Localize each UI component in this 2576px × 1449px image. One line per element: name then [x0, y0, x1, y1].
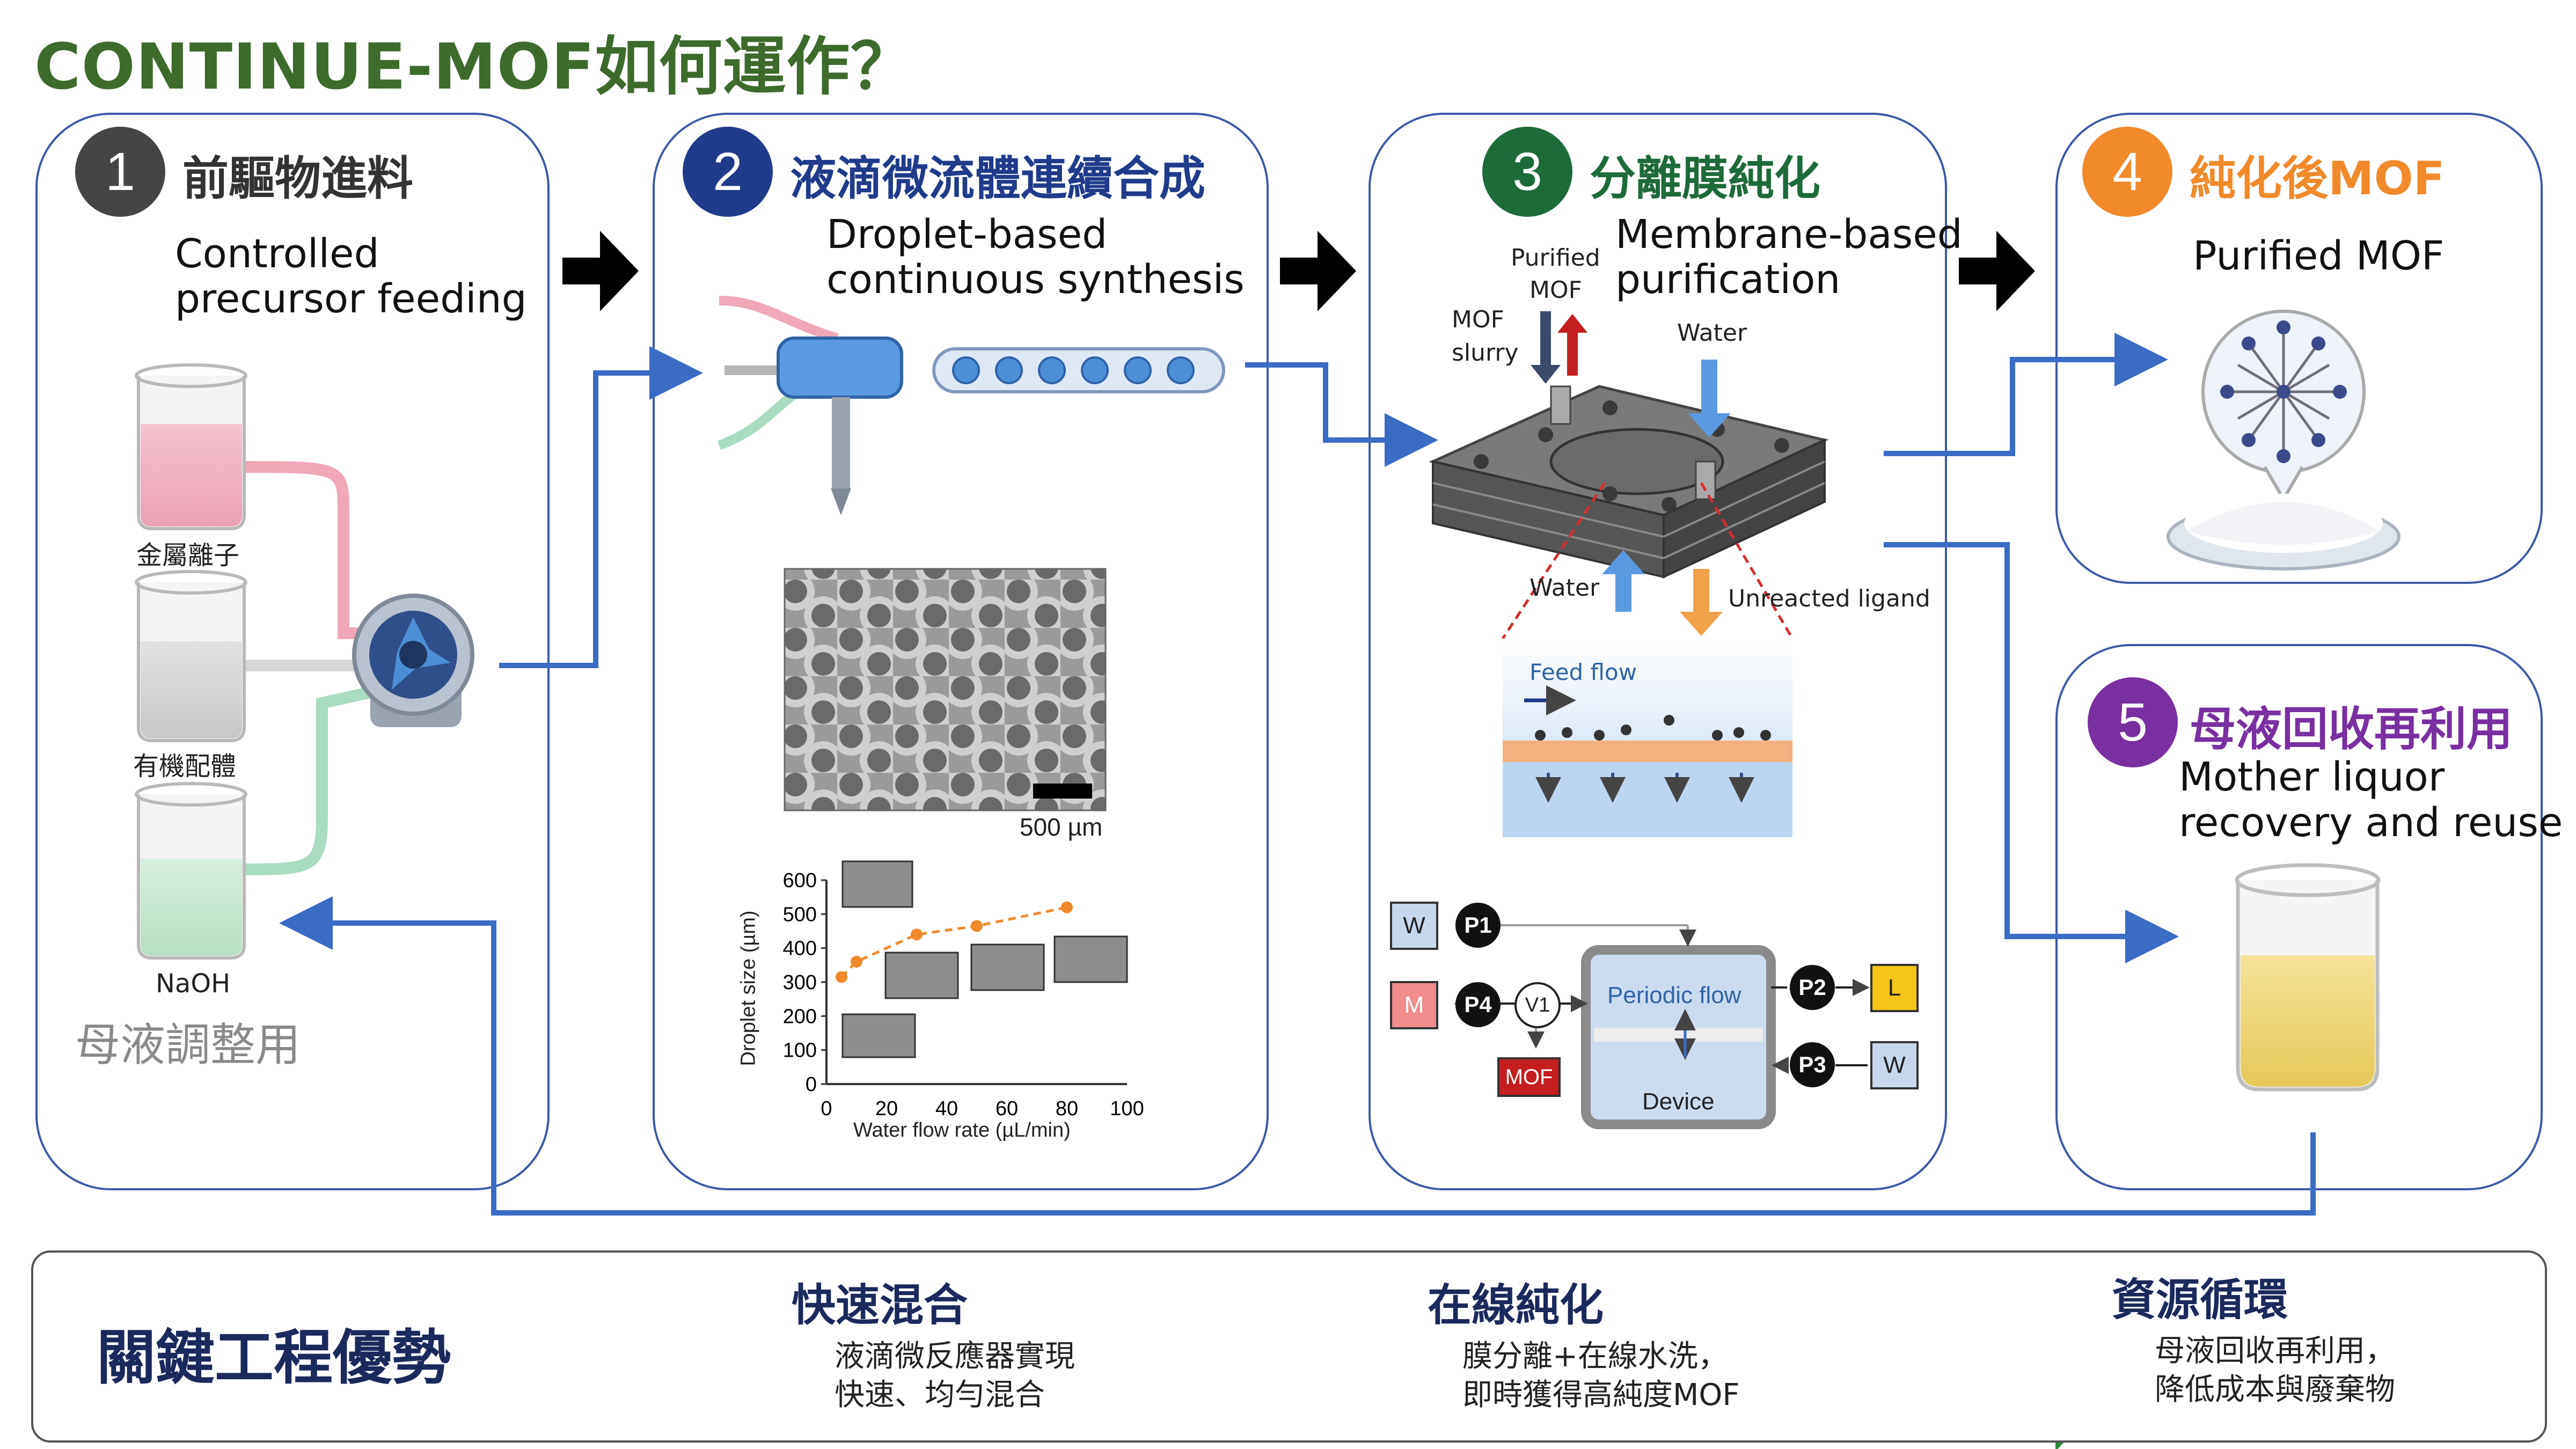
- step-arrow-2: [1280, 231, 1356, 311]
- step-3-en-line1: Membrane-based: [1615, 211, 1963, 258]
- purified-mof-label: Purified: [1511, 244, 1600, 272]
- chart-x-tick-label: 40: [935, 1097, 958, 1120]
- feed-flow-label: Feed flow: [1529, 659, 1637, 685]
- chart-data-point: [911, 928, 923, 941]
- schematic-mof-output-box: MOF: [1497, 1057, 1561, 1097]
- chart-series-line: [840, 906, 1067, 978]
- step-1-en-line2: precursor feeding: [175, 276, 527, 322]
- precursor-apparatus: [135, 363, 474, 960]
- beaker-metal-ions-label: 金屬離子: [136, 540, 240, 570]
- droplet-size-chart: 0 100 200 300 400 500 600 0 20 40 60 80 100: [783, 860, 1144, 1120]
- step-2-en-line2: continuous synthesis: [826, 257, 1245, 303]
- schematic-ligand-box: L: [1870, 964, 1919, 1012]
- chart-x-tick-label: 0: [821, 1097, 832, 1120]
- schematic-water-box-2: W: [1870, 1041, 1919, 1089]
- schematic-valve-v1: V1: [1514, 982, 1561, 1028]
- mof-slurry-label: MOF: [1452, 306, 1504, 333]
- mother-liquor-beaker: [2235, 863, 2381, 1092]
- flow-lines: [279, 333, 2316, 1216]
- key-advantages-bar: [31, 1250, 2547, 1443]
- advantage-fast-mixing-title: 快速混合: [792, 1280, 968, 1331]
- step-1-number: 1: [75, 127, 165, 217]
- advantage-inline-purification-title: 在線純化: [1428, 1280, 1604, 1331]
- advantage-inline-purification-line1: 膜分離+在線水洗，: [1462, 1339, 1728, 1374]
- schematic-periodic-flow-label: Periodic flow: [1607, 982, 1741, 1008]
- chart-y-tick-label: 400: [783, 938, 817, 960]
- schematic-pump-p2: P2: [1790, 965, 1835, 1010]
- chart-y-tick-label: 300: [783, 971, 817, 994]
- advantage-resource-cycle-line2: 降低成本與廢棄物: [2155, 1372, 2395, 1407]
- chart-y-tick-label: 500: [783, 903, 817, 926]
- advantage-fast-mixing-line2: 快速、均勻混合: [835, 1378, 1045, 1413]
- schematic-pump-p4: P4: [1455, 982, 1501, 1027]
- chart-y-axis-label: Droplet size (µm): [737, 910, 760, 1066]
- unreacted-ligand-label: Unreacted ligand: [1728, 585, 1930, 612]
- chart-y-tick-label: 600: [783, 869, 817, 892]
- chart-x-tick-label: 100: [1110, 1097, 1144, 1120]
- step-4-title: 純化後MOF: [2190, 152, 2445, 206]
- chart-y-tick-label: 200: [783, 1005, 817, 1028]
- step-3-number: 3: [1482, 127, 1572, 217]
- chart-data-point: [851, 956, 862, 968]
- step-4-en-line1: Purified MOF: [2193, 233, 2445, 279]
- step-2-title: 液滴微流體連續合成: [790, 152, 1205, 206]
- schematic-water-box-1: W: [1390, 902, 1438, 950]
- water-inlet-label: Water: [1677, 319, 1747, 347]
- step-5-number: 5: [2088, 677, 2178, 767]
- chart-y-tick-label: 0: [806, 1073, 817, 1096]
- step-3-en-line2: purification: [1615, 257, 1841, 303]
- step-1-title: 前驅物進料: [182, 152, 413, 206]
- advantage-resource-cycle-line1: 母液回收再利用，: [2155, 1334, 2395, 1368]
- beaker-organic-ligand-label: 有機配體: [133, 751, 237, 781]
- sem-image: [784, 568, 1107, 811]
- chart-x-tick-label: 80: [1056, 1097, 1078, 1120]
- step-5-en-line1: Mother liquor: [2179, 754, 2445, 800]
- purified-mof-illustration: [2167, 310, 2401, 570]
- scale-bar-label: 500 µm: [1020, 813, 1103, 841]
- step-2-number: 2: [683, 127, 773, 217]
- schematic-mof-source-box: M: [1390, 981, 1438, 1029]
- chart-data-point: [971, 920, 983, 932]
- chart-y-tick-label: 100: [783, 1040, 817, 1062]
- step-5-en-line2: recovery and reuse: [2179, 800, 2563, 846]
- advantage-resource-cycle-title: 資源循環: [2112, 1275, 2288, 1326]
- microfluidic-chip: [717, 296, 1225, 515]
- page-title: CONTINUE-MOF如何運作？: [34, 30, 914, 104]
- key-advantages-heading: 關鍵工程優勢: [97, 1323, 451, 1392]
- advantage-inline-purification-line2: 即時獲得高純度MOF: [1462, 1378, 1740, 1413]
- step-3-title: 分離膜純化: [1590, 152, 1820, 206]
- schematic-pump-p3: P3: [1790, 1042, 1835, 1087]
- step-5-title: 母液回收再利用: [2190, 702, 2513, 756]
- mof-slurry-label-2: slurry: [1452, 339, 1519, 367]
- step-2-en-line1: Droplet-based: [826, 211, 1108, 258]
- chart-data-point: [836, 971, 847, 983]
- step-arrow-1: [562, 231, 639, 311]
- schematic-pump-p1: P1: [1455, 903, 1501, 948]
- purified-mof-label-2: MOF: [1529, 276, 1582, 304]
- advantage-fast-mixing-line1: 液滴微反應器實現: [835, 1339, 1075, 1374]
- chart-x-axis-label: Water flow rate (µL/min): [853, 1119, 1071, 1141]
- mother-liquor-adjust-label: 母液調整用: [75, 1019, 301, 1071]
- step-4-number: 4: [2082, 127, 2172, 217]
- chart-data-point: [1061, 901, 1073, 913]
- schematic-device-label: Device: [1642, 1088, 1715, 1115]
- step-arrow-3: [1959, 231, 2035, 311]
- beaker-naoh-label: NaOH: [156, 969, 231, 999]
- step-1-en-line1: Controlled: [175, 231, 379, 277]
- chart-x-tick-label: 60: [996, 1097, 1018, 1120]
- water-outlet-label: Water: [1529, 574, 1600, 602]
- membrane-device: [1429, 311, 1870, 1129]
- chart-x-tick-label: 20: [875, 1097, 898, 1120]
